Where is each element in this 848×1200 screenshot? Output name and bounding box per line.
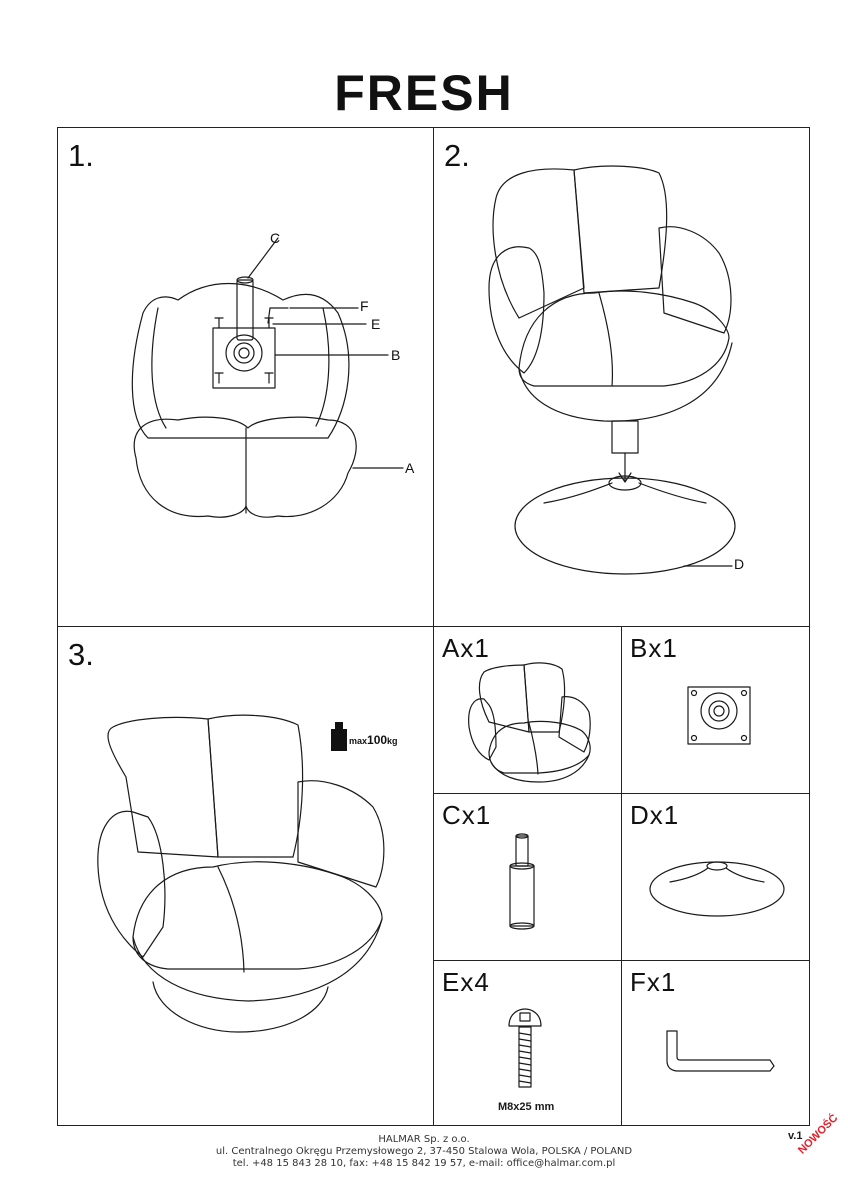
base-disc-icon: [649, 861, 785, 917]
label-a: A: [405, 460, 415, 476]
column-icon: [509, 833, 535, 930]
part-c-label: Cx1: [442, 800, 492, 830]
part-f-panel: Fx1: [621, 960, 810, 1126]
label-e: E: [371, 316, 381, 332]
step-2-number: 2.: [444, 138, 470, 173]
step-1-drawing: [131, 237, 404, 518]
step-3-number: 3.: [68, 637, 94, 672]
part-e-label: Ex4: [442, 967, 490, 997]
part-d-label: Dx1: [630, 800, 680, 830]
weight-unit: kg: [387, 736, 398, 746]
step-3-drawing: [97, 714, 385, 1033]
part-e-panel: Ex4 M8x25 mm: [433, 960, 622, 1126]
label-d: D: [734, 556, 745, 572]
part-b-label: Bx1: [630, 633, 678, 663]
company-name: HALMAR Sp. z o.o.: [378, 1134, 470, 1145]
weight-limit: max100kg: [349, 733, 398, 747]
label-f: F: [360, 298, 369, 314]
part-d-panel: Dx1: [621, 793, 810, 961]
part-b-panel: Bx1: [621, 626, 810, 794]
version-label: v.1: [788, 1130, 803, 1142]
part-c-panel: Cx1: [433, 793, 622, 961]
company-footer: HALMAR Sp. z o.o. ul. Centralnego Okręgu…: [0, 1134, 848, 1170]
step-3-panel: 3. max100kg: [57, 626, 434, 1126]
bolt-size: M8x25 mm: [498, 1101, 555, 1113]
chair-icon: [468, 662, 591, 783]
document-title: FRESH: [334, 65, 514, 121]
step-1-number: 1.: [68, 138, 94, 173]
weight-value: 100: [367, 733, 388, 747]
hex-key-icon: [666, 1030, 775, 1072]
step-2-drawing: [488, 165, 736, 575]
part-a-panel: Ax1: [433, 626, 622, 794]
company-address: ul. Centralnego Okręgu Przemysłowego 2, …: [215, 1146, 633, 1157]
part-f-label: Fx1: [630, 967, 677, 997]
swivel-plate-icon: [687, 686, 751, 745]
label-c: C: [270, 230, 281, 246]
part-a-label: Ax1: [442, 633, 490, 663]
company-contact: tel. +48 15 843 28 10, fax: +48 15 842 1…: [232, 1158, 616, 1169]
weight-icon: [331, 722, 347, 751]
step-1-panel: 1. C F E B A: [57, 127, 434, 627]
bolt-icon: [508, 1008, 542, 1088]
bolt-icon: [214, 317, 274, 384]
label-b: B: [391, 347, 401, 363]
step-2-panel: 2. D: [433, 127, 810, 627]
weight-prefix: max: [349, 736, 368, 746]
